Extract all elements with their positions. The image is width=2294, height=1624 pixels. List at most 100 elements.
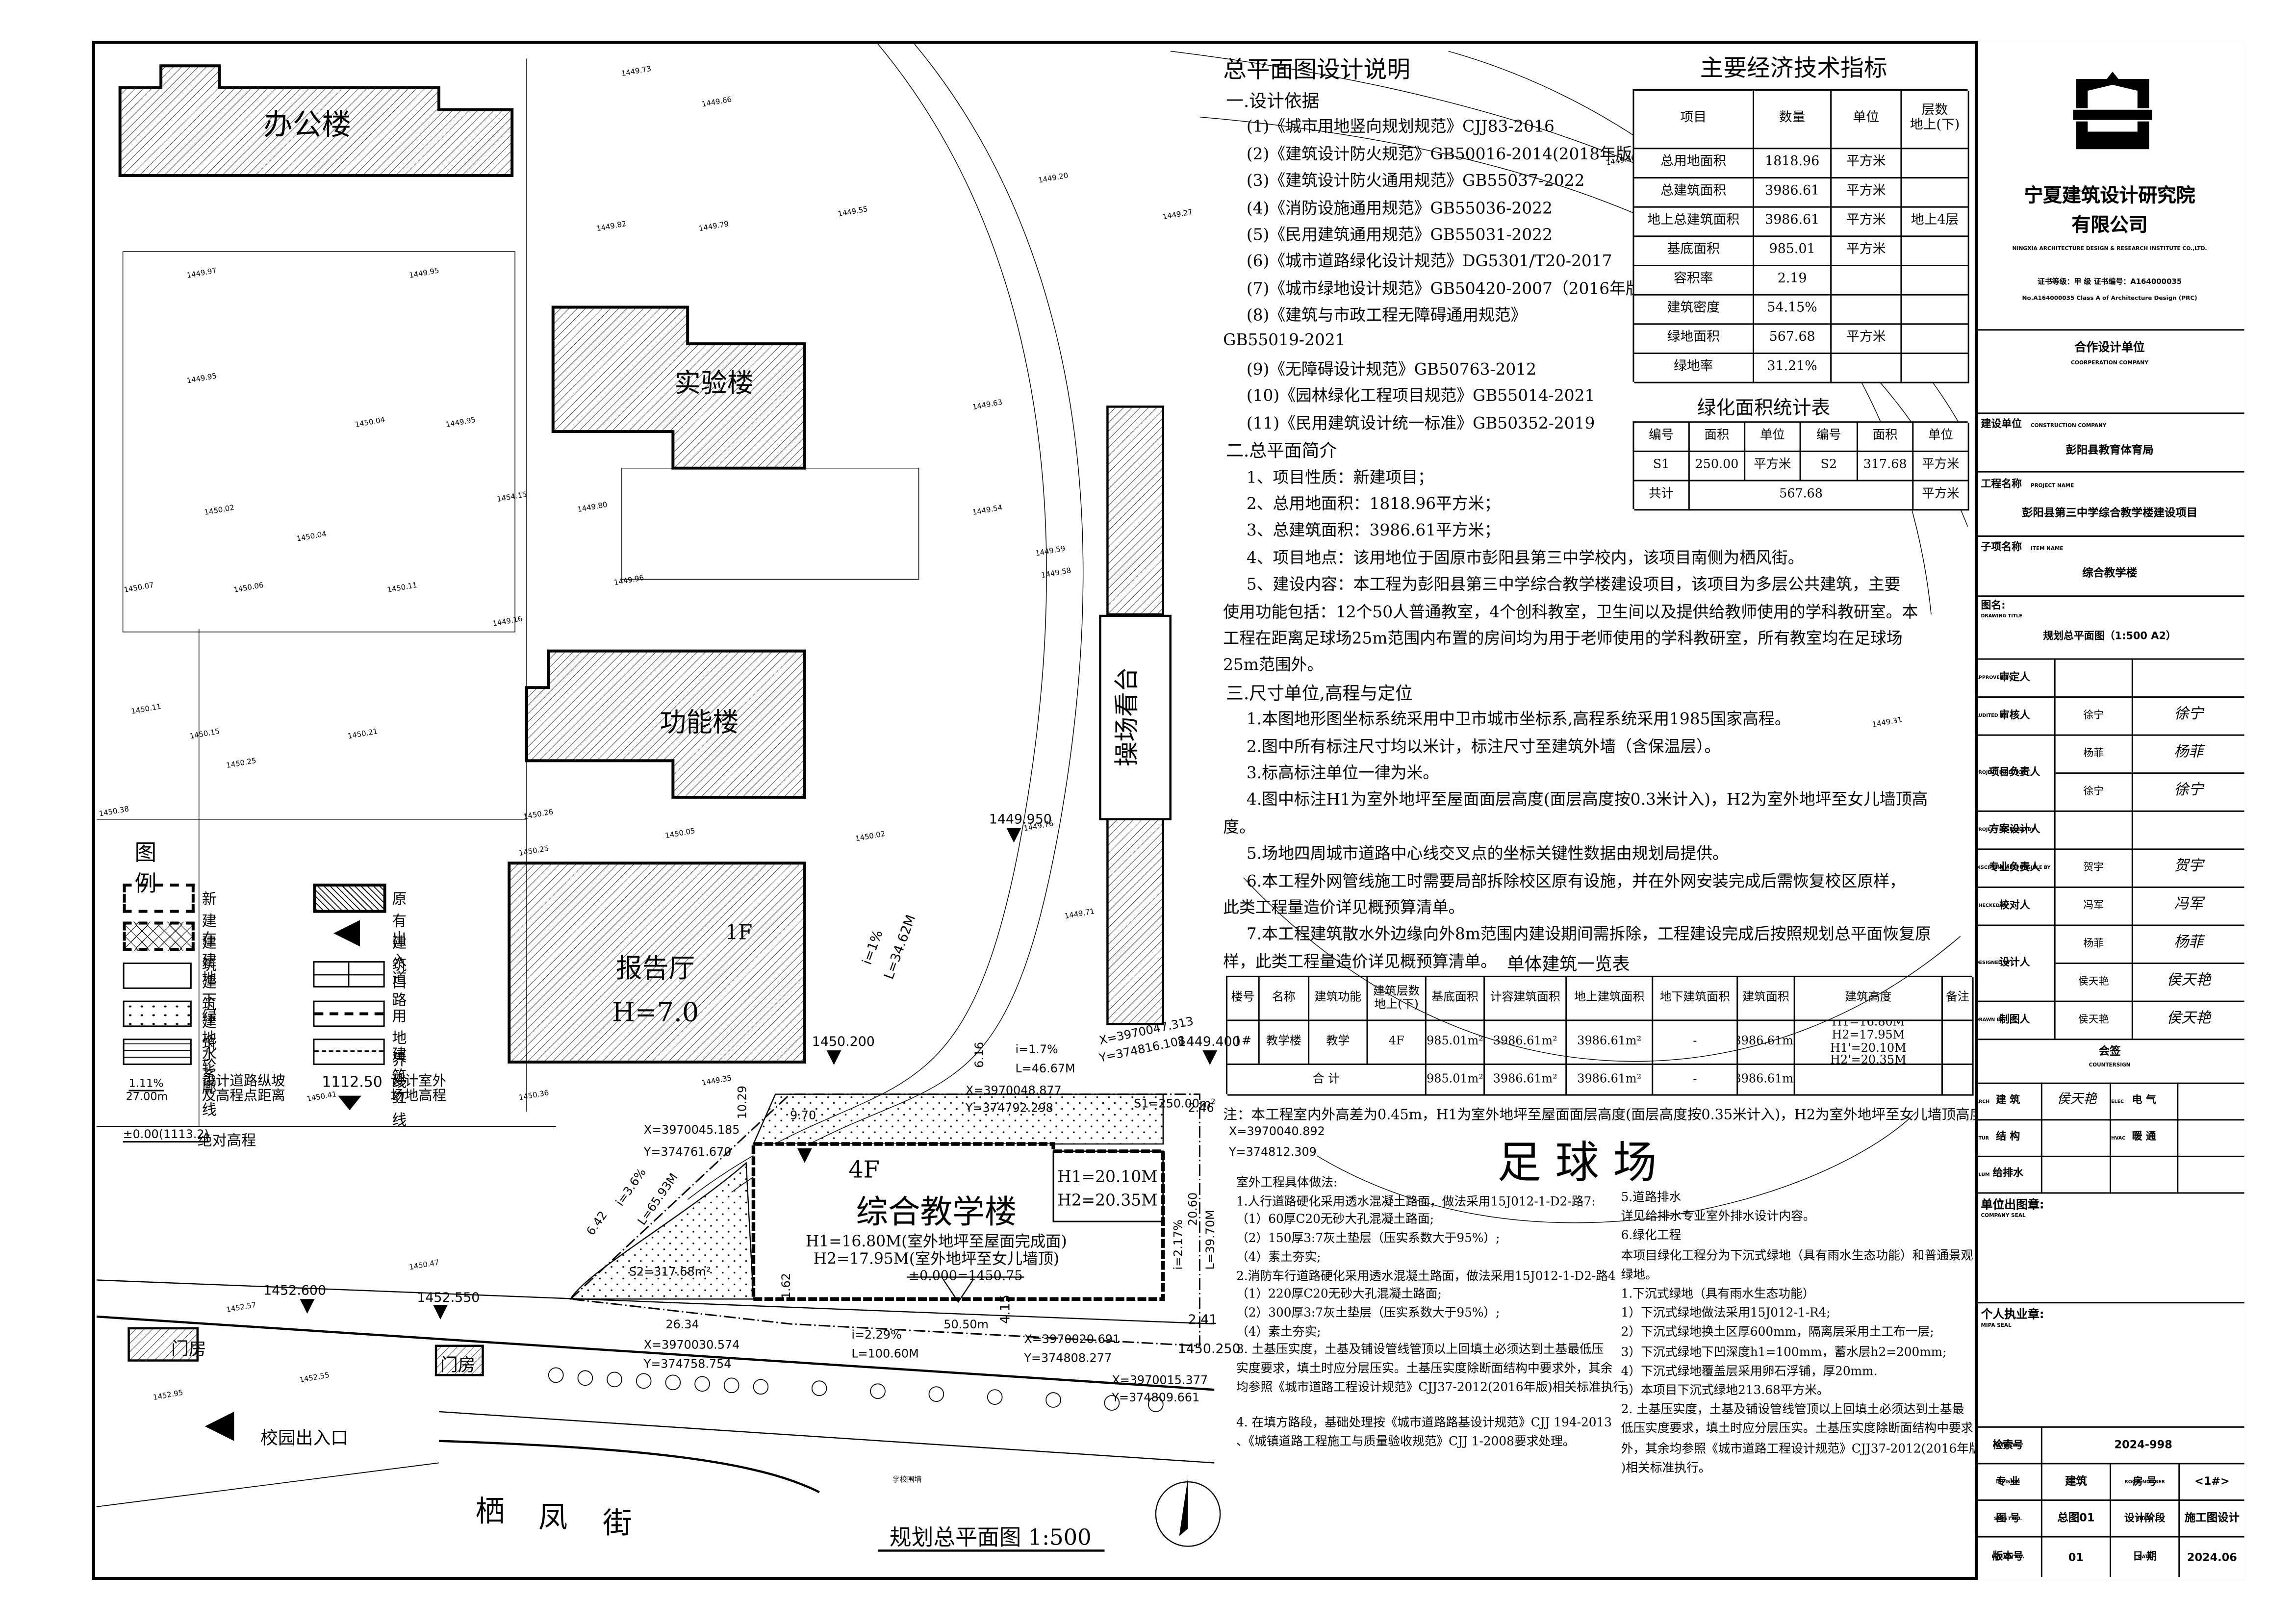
label-gate: 校园出入口 <box>260 1428 348 1448</box>
info-value-text: <1#> <box>2194 1474 2230 1488</box>
road-icon <box>313 961 385 988</box>
spot-elevation: 1450.15 <box>189 727 220 740</box>
dimension-annotation: L=46.67M <box>1015 1062 1075 1075</box>
company-name: 宁夏建筑设计研究院 <box>2024 185 2195 208</box>
legend-building-line: 建筑红线 <box>392 1047 407 1130</box>
role-en: AUDITED BY <box>1975 712 2007 718</box>
table-cell: 总用地面积 <box>1634 149 1755 178</box>
countersign-signature <box>2044 1155 2112 1193</box>
legend-slope-label: 设计道路纵坡 及高程点距离 <box>202 1073 285 1105</box>
role-cn: 校对人 <box>1999 899 2030 911</box>
table-cell: 面积 <box>1858 423 1914 452</box>
signature-row-divider <box>1975 1000 2244 1002</box>
spot-elevation: 1449.27 <box>1162 207 1193 221</box>
table-cell <box>1902 149 1969 178</box>
site-boundary <box>569 1093 1200 1347</box>
info-row-divider <box>1975 1426 2244 1428</box>
height-box <box>1052 1150 1164 1222</box>
stand-label-box <box>1099 614 1172 820</box>
dimension-annotation: Y=374758.754 <box>643 1357 732 1370</box>
legend-under-construction: 在建建筑 <box>202 932 217 1014</box>
info-label-cn: 日 期 <box>2133 1550 2157 1563</box>
info-label-cn: 专 业 <box>1996 1475 2020 1487</box>
title-block <box>1975 41 2244 1580</box>
info-value: 2024.06 <box>2180 1536 2244 1577</box>
label-new-building: 综合教学楼 <box>856 1193 1017 1231</box>
note-line: (8)《建筑与市政工程无障碍通用规范》 <box>1246 306 1527 325</box>
outdoor-note-line: （4）素土夯实; <box>1236 1323 1321 1338</box>
note-line: (1)《城市用地竖向规划规范》CJJ83-2016 <box>1246 117 1555 137</box>
label-street-2: 凤 <box>538 1501 568 1535</box>
info-value: 施工图设计 <box>2180 1499 2244 1536</box>
legend-road: 道路 <box>392 971 407 1010</box>
outdoor-note-line: 6.绿化工程 <box>1621 1228 1682 1243</box>
table-cell: 合 计 <box>1227 1065 1427 1096</box>
spot-elevation: 1450.02 <box>855 829 886 843</box>
info-row-divider <box>1975 1536 2244 1538</box>
table-cell <box>1902 266 1969 296</box>
legend-swatch-under-construction <box>123 921 195 951</box>
legend-abs-elev-label: 绝对高程 <box>197 1134 256 1150</box>
note-line: (2)《建筑设计防火规范》GB50016-2014(2018年版) <box>1246 144 1638 164</box>
table-cell: 317.68 <box>1858 452 1914 482</box>
info-value-text: 2024-998 <box>2114 1438 2172 1451</box>
info-label-cn: 检索号 <box>1992 1439 2024 1451</box>
info-row-divider <box>1975 1499 2244 1501</box>
table-cell: 建筑面积 <box>1738 977 1795 1021</box>
label-hall: 报告厅 <box>616 953 695 984</box>
table-cell: 250.00 <box>1689 452 1746 482</box>
table-cell: 建筑功能 <box>1309 977 1368 1021</box>
table-cell: 3986.61m² <box>1485 1021 1567 1065</box>
person-name: 杨菲 <box>2056 734 2133 773</box>
certificate-en: No.A164000035 Class A of Architecture De… <box>2022 294 2197 302</box>
table-cell: 54.15% <box>1754 295 1832 325</box>
table-cell <box>1902 237 1969 266</box>
label-new-floors: 4F <box>848 1157 879 1184</box>
outdoor-note-line: 、《城镇道路工程施工与质量验收规范》CJJ 1-2008要求处理。 <box>1236 1434 1575 1448</box>
elevation-markers <box>300 828 1218 1320</box>
info-label-en: ROOM NUMBER <box>2124 1478 2165 1484</box>
info-label-en: EDITION NO. <box>1991 1553 2025 1560</box>
dimension-annotation: 1450.250 <box>1178 1342 1241 1357</box>
dimension-annotation: i=1% <box>860 928 886 967</box>
label-hall-floors: 1F <box>725 920 753 944</box>
signature: 贺宇 <box>2174 859 2204 875</box>
info-value: 01 <box>2042 1536 2112 1577</box>
table-cell: 绿地率 <box>1634 354 1755 383</box>
label-h1-box: H1=20.10M <box>1057 1167 1157 1186</box>
legend-green: 绿地 <box>202 1009 217 1048</box>
company-name-en: NINGXIA ARCHITECTURE DESIGN & RESEARCH I… <box>2012 246 2207 252</box>
dimension-annotation: 4.15 <box>998 1294 1013 1324</box>
spot-elevation: 1449.59 <box>1035 544 1066 558</box>
dimension-annotation: X=3970030.574 <box>644 1338 740 1352</box>
dimension-annotation: S1=250.00m² <box>1134 1096 1216 1110</box>
gatehouse-1 <box>127 1327 199 1362</box>
note-line: 二.总平面简介 <box>1226 440 1337 461</box>
spot-elevation: 1449.20 <box>1038 171 1069 184</box>
table-cell: 985.01m² <box>1426 1065 1485 1096</box>
annotations: X=3970047.313Y=374816.108i=1.7%L=46.67MX… <box>263 812 1325 1404</box>
signature-row-divider <box>1975 848 2244 850</box>
discipline-en: ELEC <box>2111 1098 2124 1104</box>
countersign-row-divider <box>1975 1119 2244 1121</box>
countersign-signature <box>2180 1083 2247 1119</box>
role-en: PROJECT DIRECTOR <box>1975 769 2026 776</box>
role-cn: 设计人 <box>1999 956 2030 968</box>
green-table-title: 绿化面积统计表 <box>1697 392 1831 420</box>
gatehouse-2 <box>434 1345 484 1376</box>
outdoor-note-line: 2）下沉式绿地换土区厚600mm，隔离层采用土工布一层; <box>1621 1324 1934 1339</box>
label-zero-elevation: ±0.000=1450.75 <box>909 1268 1023 1283</box>
role-cn: 制图人 <box>1999 1013 2030 1025</box>
spot-elevation: 1450.05 <box>664 826 696 840</box>
dimension-annotation: 2.46 <box>1188 1101 1214 1115</box>
drawing-label: 图名: <box>1981 600 2006 612</box>
label-h2-box: H2=20.35M <box>1057 1191 1157 1209</box>
company-name-2: 有限公司 <box>2071 215 2148 237</box>
project-label: 工程名称 <box>1981 478 2022 490</box>
street <box>96 1279 1215 1507</box>
